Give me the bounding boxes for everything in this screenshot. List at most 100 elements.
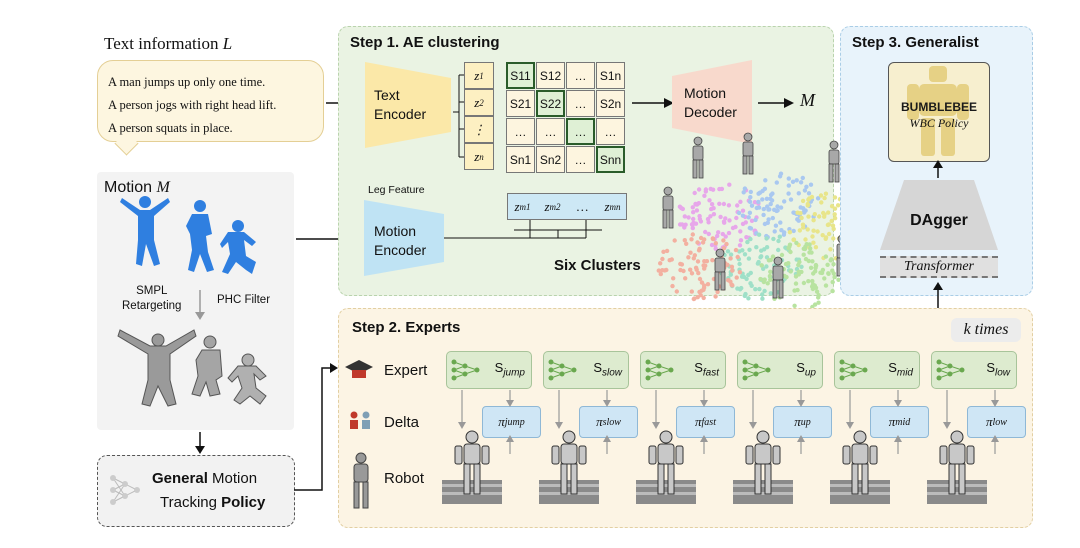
cluster-point bbox=[778, 220, 783, 225]
cluster-point bbox=[717, 201, 722, 206]
people-icon bbox=[350, 411, 370, 429]
cluster-point bbox=[814, 289, 820, 294]
cluster-point bbox=[746, 215, 751, 220]
cluster-robot-figure bbox=[828, 140, 840, 183]
cluster-point bbox=[711, 212, 717, 217]
cluster-point bbox=[694, 208, 700, 213]
cluster-point bbox=[760, 197, 765, 202]
cluster-point bbox=[682, 214, 687, 219]
cluster-point bbox=[698, 293, 703, 298]
cluster-point bbox=[815, 196, 821, 201]
cluster-point bbox=[667, 258, 672, 263]
cluster-point bbox=[822, 212, 827, 217]
general-policy-line1: General Motion bbox=[152, 470, 258, 487]
robot-icon bbox=[353, 452, 369, 509]
robot-figure-squat bbox=[227, 353, 267, 405]
cluster-point bbox=[735, 254, 740, 260]
cluster-point bbox=[816, 300, 821, 305]
matrix-cell: S11 bbox=[506, 62, 535, 89]
matrix-cell: Sn1 bbox=[506, 146, 535, 173]
z-motion-dots: … bbox=[576, 198, 589, 214]
smpl-figure-squat bbox=[220, 220, 256, 274]
cluster-point bbox=[703, 187, 709, 192]
cluster-point bbox=[805, 227, 810, 232]
cluster-point bbox=[774, 180, 779, 185]
row-label-delta: Delta bbox=[384, 414, 420, 431]
cluster-point bbox=[759, 248, 764, 253]
cluster-point bbox=[728, 279, 733, 284]
cluster-point bbox=[778, 205, 784, 210]
cluster-point bbox=[738, 229, 743, 234]
cluster-point bbox=[748, 226, 754, 231]
cluster-point bbox=[706, 231, 711, 237]
cluster-point bbox=[697, 276, 703, 282]
cluster-point bbox=[760, 292, 765, 297]
cluster-point bbox=[822, 276, 827, 281]
cluster-point bbox=[693, 221, 699, 226]
cluster-point bbox=[767, 273, 773, 279]
cluster-point bbox=[766, 258, 772, 263]
expert-mid: Smid bbox=[834, 351, 920, 389]
cluster-point bbox=[664, 267, 669, 273]
cluster-point bbox=[747, 210, 753, 215]
matrix-cell: S22 bbox=[536, 90, 565, 117]
cluster-point bbox=[709, 206, 714, 212]
step1-title: Step 1. AE clustering bbox=[350, 34, 500, 51]
cluster-point bbox=[829, 204, 835, 209]
text-info-title: Text information L bbox=[104, 34, 233, 53]
cluster-point bbox=[741, 190, 746, 195]
text-bubble bbox=[97, 60, 324, 142]
expert-arrows bbox=[749, 390, 805, 454]
cluster-point bbox=[725, 249, 731, 254]
robot-up-image bbox=[733, 430, 793, 504]
cluster-point bbox=[811, 228, 816, 233]
cluster-point bbox=[727, 182, 732, 187]
cluster-point bbox=[817, 214, 822, 219]
cluster-point bbox=[773, 223, 779, 228]
cluster-point bbox=[729, 264, 735, 269]
general-policy-box bbox=[97, 455, 295, 527]
cluster-point bbox=[803, 237, 808, 242]
six-clusters-label: Six Clusters bbox=[554, 257, 641, 274]
cluster-point bbox=[832, 275, 837, 280]
cluster-point bbox=[813, 245, 819, 250]
cluster-point bbox=[813, 285, 819, 290]
cluster-point bbox=[690, 205, 695, 210]
cluster-point bbox=[806, 197, 811, 202]
cluster-point bbox=[792, 303, 797, 308]
cluster-point bbox=[825, 222, 831, 228]
cluster-point bbox=[702, 266, 707, 271]
cluster-point bbox=[823, 254, 829, 259]
cluster-point bbox=[777, 234, 782, 239]
cluster-point bbox=[796, 269, 801, 274]
cluster-point bbox=[798, 211, 803, 216]
cluster-point bbox=[696, 270, 701, 276]
cluster-point bbox=[693, 201, 698, 207]
cluster-point bbox=[742, 252, 748, 257]
cluster-point bbox=[737, 243, 743, 248]
policy-to-experts-arrow bbox=[294, 363, 338, 491]
cluster-point bbox=[708, 214, 713, 219]
cluster-point bbox=[688, 250, 693, 255]
robot-mid-image bbox=[830, 430, 890, 504]
cluster-point bbox=[782, 199, 787, 204]
cluster-point bbox=[831, 262, 836, 267]
expert-arrows bbox=[652, 390, 708, 454]
general-policy-line2: Tracking Policy bbox=[160, 494, 266, 511]
cluster-point bbox=[832, 212, 837, 217]
graduation-cap-icon bbox=[345, 360, 373, 378]
cluster-point bbox=[674, 289, 679, 294]
cluster-point bbox=[693, 265, 699, 270]
cluster-point bbox=[832, 195, 838, 200]
cluster-point bbox=[721, 219, 727, 224]
robot-low-image bbox=[927, 430, 987, 504]
dagger-label: DAgger bbox=[910, 212, 968, 229]
cluster-point bbox=[702, 259, 707, 264]
